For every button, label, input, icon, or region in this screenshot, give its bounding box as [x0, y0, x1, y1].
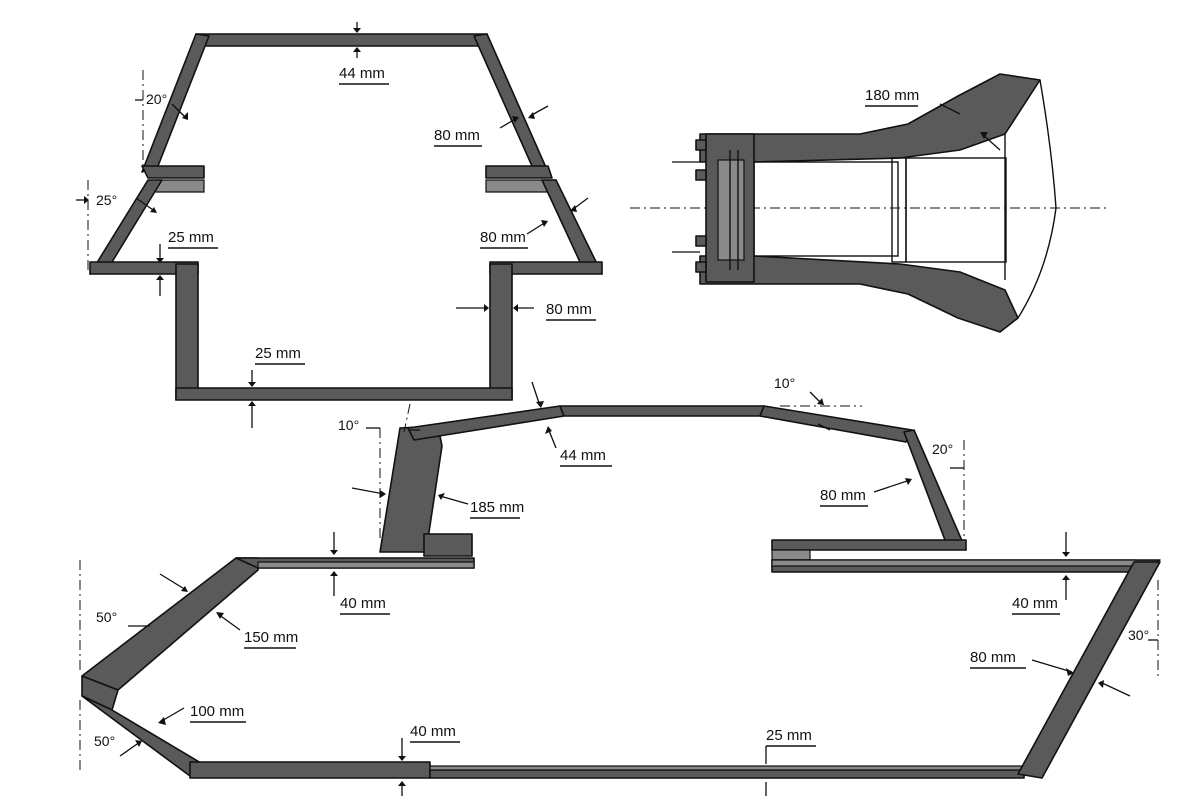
- label-turret-side-rear-top-angle: 10°: [774, 375, 795, 391]
- label-turret-side-roof: 44 mm: [560, 447, 606, 464]
- turret-front-upper-right-cheek: [473, 33, 549, 173]
- label-hull-belly-rear: 25 mm: [766, 727, 812, 744]
- label-turret-front-side-wall: 80 mm: [546, 301, 592, 318]
- mantlet-lower-section: [699, 255, 1019, 333]
- label-hull-upper-glacis: 150 mm: [244, 629, 298, 646]
- breech-bolt-bottom: [695, 235, 707, 247]
- label-hull-rear-plate: 80 mm: [970, 649, 1016, 666]
- turret-front-left-gap-plate: [141, 165, 205, 179]
- label-turret-front-lower-angle: 25°: [96, 192, 117, 208]
- mantlet-face-outline: [1017, 79, 1057, 319]
- label-hull-deck-rear: 40 mm: [1012, 595, 1058, 612]
- turret-side-roof-front: [407, 405, 565, 441]
- turret-front-view: 44 mm 20° 80 mm 25° 25 mm 80 mm 80 mm 25…: [76, 22, 603, 428]
- label-hull-lower-glacis-angle: 50°: [94, 733, 115, 749]
- label-hull-belly-front: 40 mm: [410, 723, 456, 740]
- label-mantlet-thickness: 180 mm: [865, 87, 919, 104]
- turret-side-view: 10° 185 mm 44 mm 10° 20° 80 mm: [338, 375, 967, 561]
- dimension-arrows-hull: [119, 532, 1158, 796]
- label-turret-front-upper-cheek: 80 mm: [434, 127, 480, 144]
- label-turret-side-front-angle: 10°: [338, 417, 359, 433]
- label-hull-upper-glacis-angle: 50°: [96, 609, 117, 625]
- turret-side-front-plate: [379, 425, 443, 553]
- turret-front-roof-plate: [195, 33, 488, 47]
- breech-bolt-top: [695, 169, 707, 181]
- turret-front-lower-right-cheek: [541, 179, 603, 275]
- label-turret-front-ledge: 25 mm: [168, 229, 214, 246]
- hull-side-view: 50° 150 mm 100 mm 50° 40 mm 40 mm 40 mm …: [79, 532, 1161, 796]
- label-turret-front-lower-cheek: 80 mm: [480, 229, 526, 246]
- dimension-arrows-turret-front: [76, 22, 589, 428]
- turret-front-floor: [175, 387, 513, 401]
- label-hull-deck-front: 40 mm: [340, 595, 386, 612]
- label-turret-front-upper-angle: 20°: [146, 91, 167, 107]
- label-turret-side-front: 185 mm: [470, 499, 524, 516]
- turret-side-roof-rear: [759, 405, 913, 443]
- turret-front-right-wall: [489, 263, 513, 401]
- label-turret-side-rear: 80 mm: [820, 487, 866, 504]
- label-turret-side-rear-angle: 20°: [932, 441, 953, 457]
- turret-front-left-wall: [175, 263, 199, 401]
- label-hull-lower-glacis: 100 mm: [190, 703, 244, 720]
- hull-belly-front: [189, 761, 431, 779]
- label-hull-rear-plate-angle: 30°: [1128, 627, 1149, 643]
- label-turret-front-floor: 25 mm: [255, 345, 301, 362]
- turret-side-front-lip: [423, 533, 473, 557]
- hull-rear-plate: [1017, 561, 1161, 779]
- turret-front-right-gap-plate: [485, 165, 553, 179]
- turret-side-roof-flat: [559, 405, 765, 417]
- dimension-arrows-turret-side: [351, 381, 964, 505]
- turret-side-rear-lip: [771, 539, 967, 551]
- label-turret-front-roof: 44 mm: [339, 65, 385, 82]
- hull-belly-rear: [429, 769, 1025, 779]
- gun-barrel-body: [751, 161, 899, 257]
- mantlet-side-view: 180 mm: [630, 73, 1106, 333]
